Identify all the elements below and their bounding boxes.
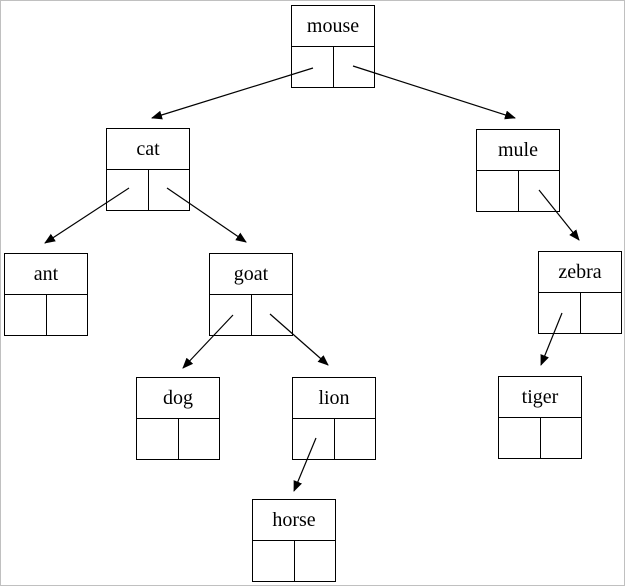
right-pointer-cell — [45, 294, 88, 336]
node-label: zebra — [538, 251, 622, 293]
node-label: tiger — [498, 376, 582, 418]
node-label: lion — [292, 377, 376, 419]
node-label: ant — [4, 253, 88, 295]
pointer-cells — [291, 46, 375, 88]
edge-mouse-left-cat — [151, 67, 314, 120]
pointer-cells — [538, 292, 622, 334]
tree-node-zebra: zebra — [538, 251, 622, 334]
left-pointer-cell — [4, 294, 47, 336]
tree-node-lion: lion — [292, 377, 376, 460]
pointer-cells — [106, 169, 190, 211]
right-pointer-cell — [517, 170, 560, 212]
node-label: goat — [209, 253, 293, 295]
tree-node-tiger: tiger — [498, 376, 582, 459]
node-label: dog — [136, 377, 220, 419]
right-pointer-cell — [250, 294, 293, 336]
pointer-cells — [292, 418, 376, 460]
tree-node-cat: cat — [106, 128, 190, 211]
left-pointer-cell — [292, 418, 335, 460]
node-label: mule — [476, 129, 560, 171]
tree-node-goat: goat — [209, 253, 293, 336]
left-pointer-cell — [538, 292, 581, 334]
tree-node-ant: ant — [4, 253, 88, 336]
left-pointer-cell — [106, 169, 149, 211]
right-pointer-cell — [579, 292, 622, 334]
pointer-cells — [136, 418, 220, 460]
pointer-cells — [4, 294, 88, 336]
right-pointer-cell — [539, 417, 582, 459]
right-pointer-cell — [177, 418, 220, 460]
node-label: mouse — [291, 5, 375, 47]
right-pointer-cell — [332, 46, 375, 88]
right-pointer-cell — [293, 540, 336, 582]
right-pointer-cell — [147, 169, 190, 211]
left-pointer-cell — [476, 170, 519, 212]
pointer-cells — [498, 417, 582, 459]
pointer-cells — [252, 540, 336, 582]
tree-node-horse: horse — [252, 499, 336, 582]
node-label: horse — [252, 499, 336, 541]
right-pointer-cell — [333, 418, 376, 460]
left-pointer-cell — [291, 46, 334, 88]
tree-node-mouse: mouse — [291, 5, 375, 88]
pointer-cells — [476, 170, 560, 212]
edge-mouse-right-mule — [352, 65, 516, 120]
pointer-cells — [209, 294, 293, 336]
left-pointer-cell — [136, 418, 179, 460]
tree-node-dog: dog — [136, 377, 220, 460]
tree-node-mule: mule — [476, 129, 560, 212]
left-pointer-cell — [252, 540, 295, 582]
left-pointer-cell — [498, 417, 541, 459]
node-label: cat — [106, 128, 190, 170]
left-pointer-cell — [209, 294, 252, 336]
